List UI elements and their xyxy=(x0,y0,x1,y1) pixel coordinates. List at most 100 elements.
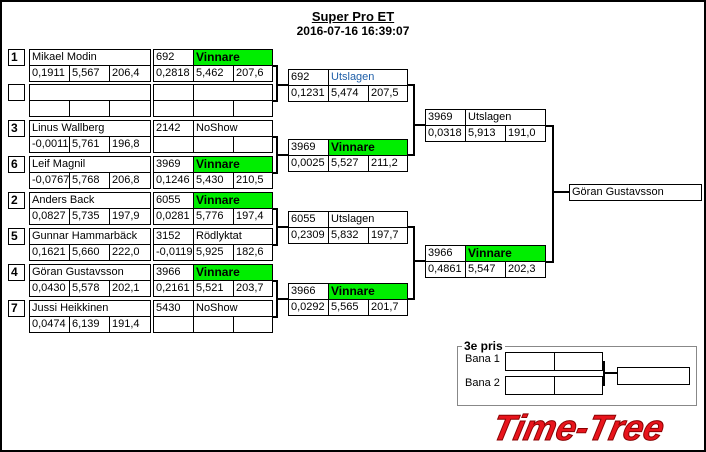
bracket-connector xyxy=(277,226,288,228)
time-tree-logo: Time-Tree xyxy=(488,407,668,447)
elapsed-time: 5,768 xyxy=(69,172,110,189)
bracket-connector xyxy=(273,280,278,282)
car-number: 5430 xyxy=(153,300,194,317)
elapsed-time: 5,925 xyxy=(193,244,234,261)
third-lane2-b[interactable] xyxy=(554,376,603,395)
third-lane1-a[interactable] xyxy=(505,352,555,371)
car-number: 2142 xyxy=(153,120,194,137)
speed: 222,0 xyxy=(109,244,151,261)
speed xyxy=(233,100,273,117)
third-lane2-a[interactable] xyxy=(505,376,555,395)
third-lane1-b[interactable] xyxy=(554,352,603,371)
reaction-time: 0,0318 xyxy=(425,125,466,142)
reaction-time: 0,1911 xyxy=(29,65,70,82)
car-number: 3969 xyxy=(153,156,194,173)
bracket-connector xyxy=(277,298,288,300)
seed-badge: 5 xyxy=(8,228,25,245)
speed: 202,1 xyxy=(109,280,151,297)
elapsed-time: 5,547 xyxy=(465,261,506,278)
driver-name[interactable]: Mikael Modin xyxy=(29,49,151,66)
elapsed-time: 5,521 xyxy=(193,280,234,297)
seed-badge: 4 xyxy=(8,264,25,281)
elapsed-time: 5,660 xyxy=(69,244,110,261)
speed: 211,2 xyxy=(368,155,408,172)
speed: 197,9 xyxy=(109,208,151,225)
race-status: Vinnare xyxy=(328,139,408,156)
reaction-time: 0,2818 xyxy=(153,65,194,82)
car-number: 6055 xyxy=(153,192,194,209)
driver-name[interactable]: Linus Wallberg xyxy=(29,120,151,137)
elapsed-time xyxy=(193,316,234,333)
speed: 191,4 xyxy=(109,316,151,333)
driver-name[interactable]: Leif Magnil xyxy=(29,156,151,173)
final-winner[interactable]: Göran Gustavsson xyxy=(569,184,702,201)
seed-badge: 6 xyxy=(8,156,25,173)
speed: 207,5 xyxy=(368,85,408,102)
elapsed-time: 5,832 xyxy=(328,227,369,244)
third-bracket-v xyxy=(603,361,605,386)
race-status: NoShow xyxy=(193,300,273,317)
elapsed-time: 5,567 xyxy=(69,65,110,82)
reaction-time: 0,1231 xyxy=(288,85,329,102)
race-status: Utslagen xyxy=(328,211,408,228)
seed-badge: 2 xyxy=(8,192,25,209)
elapsed-time: 5,735 xyxy=(69,208,110,225)
speed: 207,6 xyxy=(233,65,273,82)
reaction-time: 0,1246 xyxy=(153,172,194,189)
car-number: 692 xyxy=(153,49,194,66)
reaction-time: 0,0474 xyxy=(29,316,70,333)
race-status: Vinnare xyxy=(193,156,273,173)
reaction-time: -0,0767 xyxy=(29,172,70,189)
bracket-connector xyxy=(273,208,278,210)
race-status: Utslagen xyxy=(465,109,546,126)
logo-text: Time-Tree xyxy=(489,407,668,447)
elapsed-time: 5,913 xyxy=(465,125,506,142)
seed-badge: 1 xyxy=(8,49,25,66)
bracket-connector xyxy=(277,84,288,86)
speed: 201,7 xyxy=(368,299,408,316)
bracket-connector xyxy=(413,226,415,300)
bracket-connector xyxy=(273,65,278,67)
driver-name[interactable]: Gunnar Hammarbäck xyxy=(29,228,151,245)
elapsed-time: 5,776 xyxy=(193,208,234,225)
driver-name[interactable]: Jussi Heikkinen xyxy=(29,300,151,317)
seed-badge: 3 xyxy=(8,120,25,137)
speed: 182,6 xyxy=(233,244,273,261)
reaction-time: -0,0119 xyxy=(153,244,194,261)
race-status: Vinnare xyxy=(465,245,546,262)
speed: 206,4 xyxy=(109,65,151,82)
bracket-connector xyxy=(554,191,569,193)
elapsed-time: 6,139 xyxy=(69,316,110,333)
reaction-time xyxy=(29,100,70,117)
speed: 203,7 xyxy=(233,280,273,297)
reaction-time: 0,2161 xyxy=(153,280,194,297)
reaction-time: 0,2309 xyxy=(288,227,329,244)
reaction-time: 0,0292 xyxy=(288,299,329,316)
driver-name[interactable] xyxy=(29,84,151,101)
car-number xyxy=(153,84,194,101)
reaction-time: 0,4861 xyxy=(425,261,466,278)
race-status: Vinnare xyxy=(193,49,273,66)
car-number: 3966 xyxy=(425,245,466,262)
speed: 197,7 xyxy=(368,227,408,244)
third-place-group xyxy=(457,346,697,406)
speed: 197,4 xyxy=(233,208,273,225)
bracket-connector xyxy=(408,154,415,156)
race-status: NoShow xyxy=(193,120,273,137)
car-number: 3969 xyxy=(288,139,329,156)
elapsed-time: 5,761 xyxy=(69,136,110,153)
lane2-label: Bana 2 xyxy=(465,377,500,389)
event-timestamp: 2016-07-16 16:39:07 xyxy=(296,24,410,38)
race-status xyxy=(193,84,273,101)
driver-name[interactable]: Anders Back xyxy=(29,192,151,209)
driver-name[interactable]: Göran Gustavsson xyxy=(29,264,151,281)
reaction-time: 0,0281 xyxy=(153,208,194,225)
third-place-winner[interactable] xyxy=(617,367,690,385)
speed: 210,5 xyxy=(233,172,273,189)
speed: 196,8 xyxy=(109,136,151,153)
event-title: Super Pro ET xyxy=(311,9,395,24)
speed: 191,0 xyxy=(505,125,546,142)
race-status: Vinnare xyxy=(193,192,273,209)
car-number: 3966 xyxy=(153,264,194,281)
bracket-connector xyxy=(408,298,415,300)
